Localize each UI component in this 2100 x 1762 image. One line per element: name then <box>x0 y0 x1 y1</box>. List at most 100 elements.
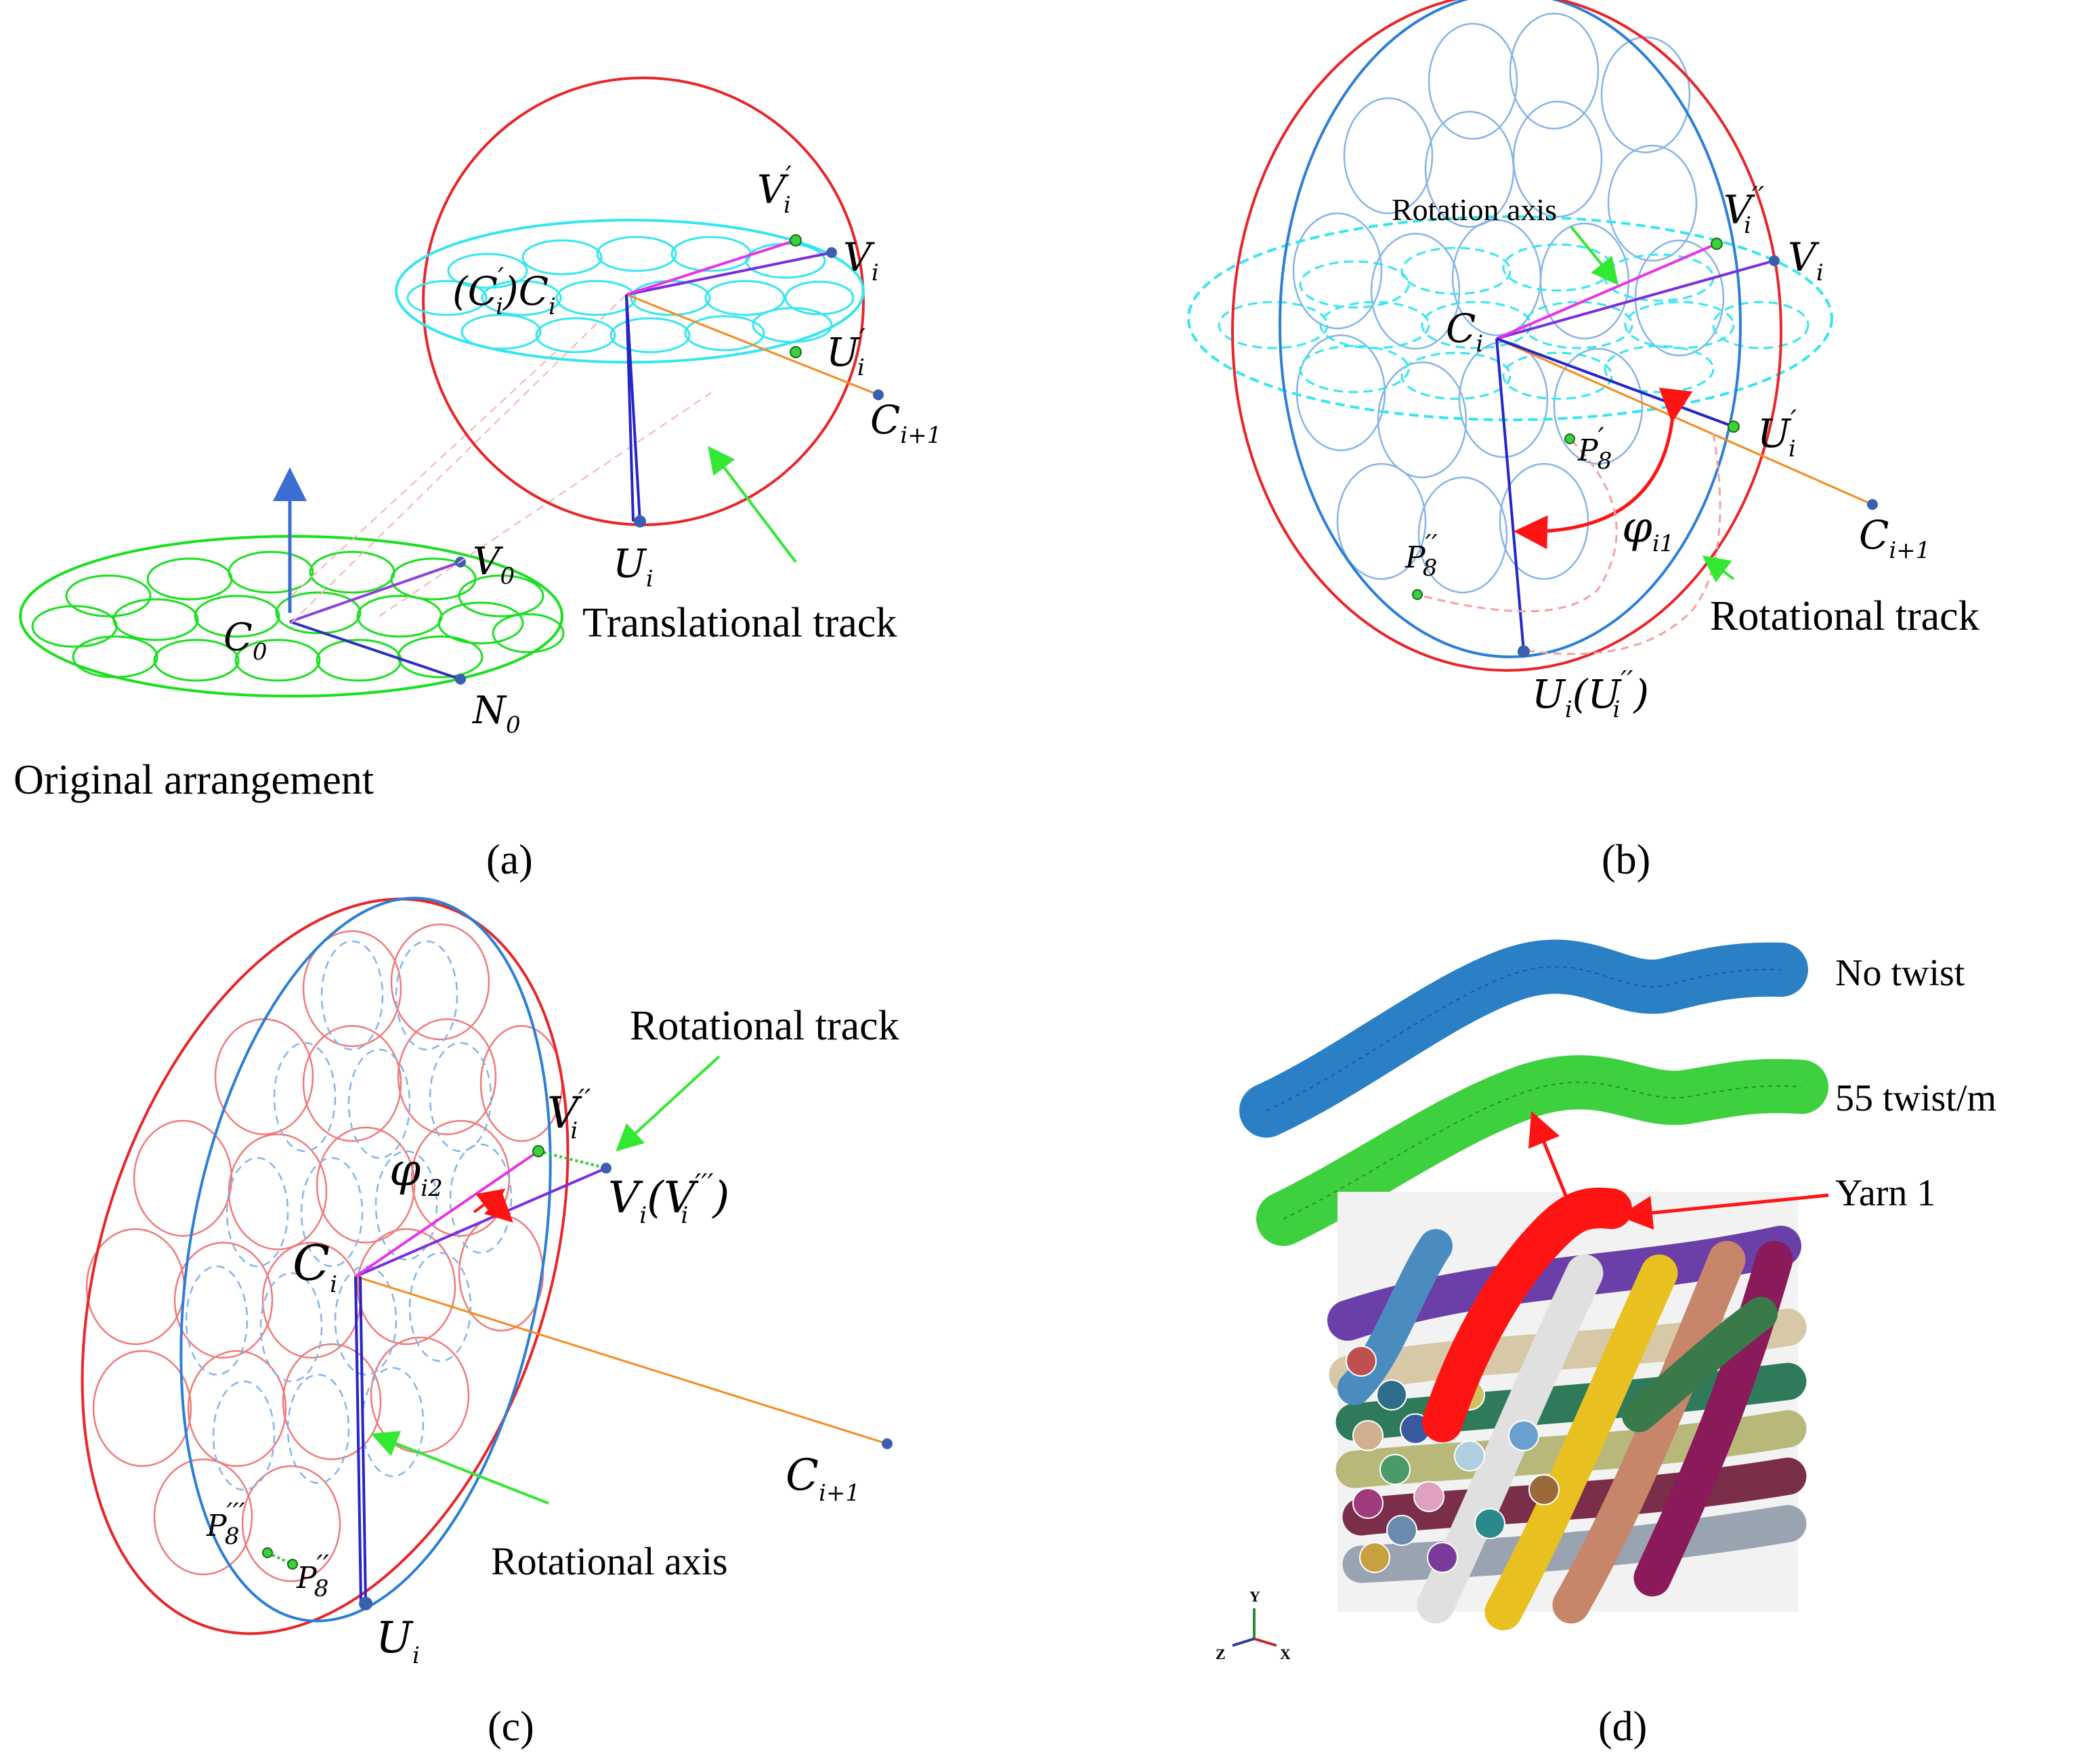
label-v0: V0 <box>473 540 515 590</box>
yarn-no-twist-texture <box>1266 966 1782 1111</box>
label-rotation-axis: Rotation axis <box>1392 192 1557 227</box>
label-cip1-b: Ci+1 <box>1859 512 1930 564</box>
point-uip-b <box>1728 421 1740 433</box>
label-vi-b: Vi <box>1788 234 1824 286</box>
label-rotational-axis-c: Rotational axis <box>491 1539 728 1583</box>
rotational-track-dashes <box>1421 433 1721 656</box>
axis-triad: Y Z X <box>1216 1588 1291 1662</box>
label-vipp-b: V′′i <box>1723 181 1764 239</box>
label-vi: Vi <box>843 234 879 286</box>
label-c0: C0 <box>223 616 267 666</box>
label-55-twist: 55 twist/m <box>1835 1077 1996 1119</box>
point-vi-c <box>601 1163 612 1174</box>
point-vip <box>790 234 802 246</box>
red-section-ellipse <box>1231 0 1782 672</box>
ci-cip1-line-b <box>1496 337 1873 506</box>
fiber-circles-red-c <box>85 923 563 1583</box>
point-vi <box>826 247 837 258</box>
ci-ui-line-c-2 <box>354 1276 362 1604</box>
panel-d: Y Z X No twist 55 twist/m Yarn 1 (d) <box>1216 939 1996 1750</box>
label-ci-plus-1: Ci+1 <box>870 397 941 449</box>
label-vipp-c: V′′i <box>547 1084 591 1144</box>
panel-a: C0 V0 N0 Original arrangement Translatio… <box>14 77 941 883</box>
label-ui: Ui <box>613 540 653 593</box>
point-cip1-c <box>882 1438 893 1449</box>
point-vi-b <box>1769 255 1780 266</box>
caption-c: (c) <box>488 1704 534 1750</box>
ci-vipp-line-b <box>1496 242 1717 340</box>
fiber-circles-b <box>1292 12 1725 594</box>
label-original-arrangement: Original arrangement <box>14 757 374 803</box>
panel-c: Rotational track Rotational axis Ci V′′i… <box>81 897 899 1750</box>
ci-cip1-line-c <box>355 1275 888 1445</box>
rotational-track-arrow <box>1702 555 1735 583</box>
ci-vi-line-b <box>1496 259 1775 340</box>
label-ci-c: Ci <box>293 1234 337 1298</box>
point-p8p-b <box>1564 433 1575 444</box>
ci-vipp-line-c <box>354 1150 540 1278</box>
label-p8pp-c: P′′8 <box>296 1550 329 1602</box>
panel-b: Rotation axis Rotational track Ci V′′i V… <box>1187 0 1979 883</box>
label-no-twist: No twist <box>1835 952 1965 994</box>
original-arrangement-ellipse <box>19 535 565 697</box>
label-rotational-track-b: Rotational track <box>1710 593 1979 639</box>
label-uip-b: U′i <box>1757 405 1797 463</box>
point-uip <box>790 346 802 358</box>
point-p8pp-c <box>287 1559 298 1570</box>
rotational-axis-arrow-c <box>370 1431 549 1505</box>
ci-uip-line-b <box>1496 337 1734 428</box>
yarn1-to-twist-arrow <box>1528 1111 1573 1209</box>
label-ci-prime-ci: (C′i)Ci <box>452 263 556 320</box>
label-phi-i1: φi1 <box>1622 502 1674 557</box>
rotation-axis-arrow <box>1570 225 1619 286</box>
point-ui <box>634 515 646 528</box>
point-cip1-b <box>1867 499 1878 510</box>
ci-vip-line <box>626 239 796 296</box>
red-section-ellipse-c <box>81 897 570 1635</box>
point-ui-b <box>1518 645 1530 658</box>
label-cip1-c: Ci+1 <box>786 1451 860 1507</box>
blue-section-ellipse-c <box>179 897 552 1623</box>
blue-section-ellipse <box>1279 0 1742 658</box>
label-p8pp-b: P′′8 <box>1405 530 1438 582</box>
label-ci-b: Ci <box>1446 305 1483 358</box>
label-phi-i2: φi2 <box>389 1144 443 1202</box>
translational-track-arrow <box>708 446 797 563</box>
c0-v0-line <box>289 561 461 623</box>
rotational-track-arrow-c <box>616 1055 721 1152</box>
label-ui-c: Ui <box>376 1613 420 1669</box>
label-translational-track: Translational track <box>582 600 897 646</box>
point-vipp-c <box>532 1145 544 1157</box>
caption-a: (a) <box>486 837 533 883</box>
ci-ui-line-b <box>1495 338 1525 652</box>
label-p8ppp-c: P′′′8 <box>206 1498 245 1550</box>
axis-label-y: Y <box>1249 1588 1260 1605</box>
projection-dashes <box>291 291 712 624</box>
label-ui-prime: U′i <box>826 324 865 381</box>
fiber-circles-dashed-c <box>185 940 513 1491</box>
yarn-1 <box>1422 1187 1632 1442</box>
label-ui-uipp-b: Ui(U′′i) <box>1532 666 1649 723</box>
label-vi-vippp-c: Vi(V′′′i) <box>608 1169 729 1229</box>
label-rotational-track-c: Rotational track <box>630 1003 899 1049</box>
phi-arrow-c-2 <box>483 1194 513 1223</box>
ci-ui-line-2 <box>625 294 641 522</box>
yarn1-label-arrow <box>1619 1193 1829 1230</box>
ci-cip1-line <box>626 293 879 396</box>
point-p8pp-b <box>1412 589 1423 600</box>
point-cip1 <box>873 389 884 400</box>
c0-n0-line <box>289 620 461 681</box>
label-yarn-1: Yarn 1 <box>1835 1172 1935 1214</box>
label-n0: N0 <box>471 689 521 739</box>
ci-ui-line-c-1 <box>359 1276 367 1604</box>
caption-d: (d) <box>1598 1704 1647 1750</box>
point-n0 <box>455 674 466 685</box>
ci-vi-line-c <box>355 1167 607 1278</box>
point-vipp-b <box>1711 238 1723 250</box>
caption-b: (b) <box>1602 837 1650 883</box>
label-vi-prime: V′i <box>757 161 792 219</box>
ci-vi-line <box>626 251 832 296</box>
point-p8ppp-c <box>262 1547 273 1558</box>
rotation-arrow-b <box>1514 387 1693 549</box>
